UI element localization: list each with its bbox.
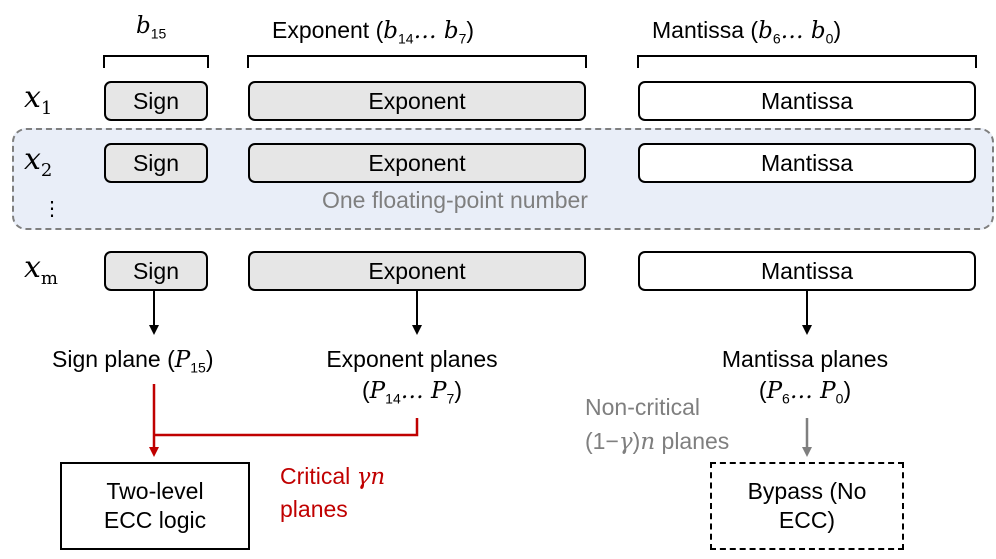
sign-field: Sign	[104, 143, 208, 183]
sign-field: Sign	[104, 81, 208, 121]
exponent-planes-label: Exponent planes (P14… P7)	[326, 346, 498, 407]
exponent-field: Exponent	[248, 81, 586, 121]
noncritical-label: Non-critical (1−γ)n planes	[585, 394, 730, 455]
sign-field: Sign	[104, 251, 208, 291]
row-label-xm: xm	[24, 250, 58, 289]
exponent-field: Exponent	[248, 251, 586, 291]
critical-path-exponent	[154, 418, 419, 437]
sign-plane-label: Sign plane (P15)	[52, 346, 214, 376]
group-label: One floating-point number	[322, 187, 588, 213]
mantissa-header: Mantissa (b6… b0)	[652, 17, 842, 47]
mantissa-field: Mantissa	[638, 251, 976, 291]
mantissa-bracket	[637, 55, 977, 68]
exponent-header: Exponent (b14… b7)	[272, 17, 475, 47]
mantissa-planes-label: Mantissa planes (P6… P0)	[721, 346, 889, 407]
row-ellipsis: ⋮	[42, 198, 62, 220]
sign-bracket	[103, 55, 209, 68]
mantissa-field: Mantissa	[638, 81, 976, 121]
row-label-x1: x1	[24, 80, 53, 119]
mantissa-field: Mantissa	[638, 143, 976, 183]
row-label-x2: x2	[24, 142, 53, 181]
critical-label: Critical γn planes	[280, 463, 386, 522]
exponent-field: Exponent	[248, 143, 586, 183]
exponent-bracket	[247, 55, 587, 68]
sign-bit-header: b15	[136, 13, 167, 42]
